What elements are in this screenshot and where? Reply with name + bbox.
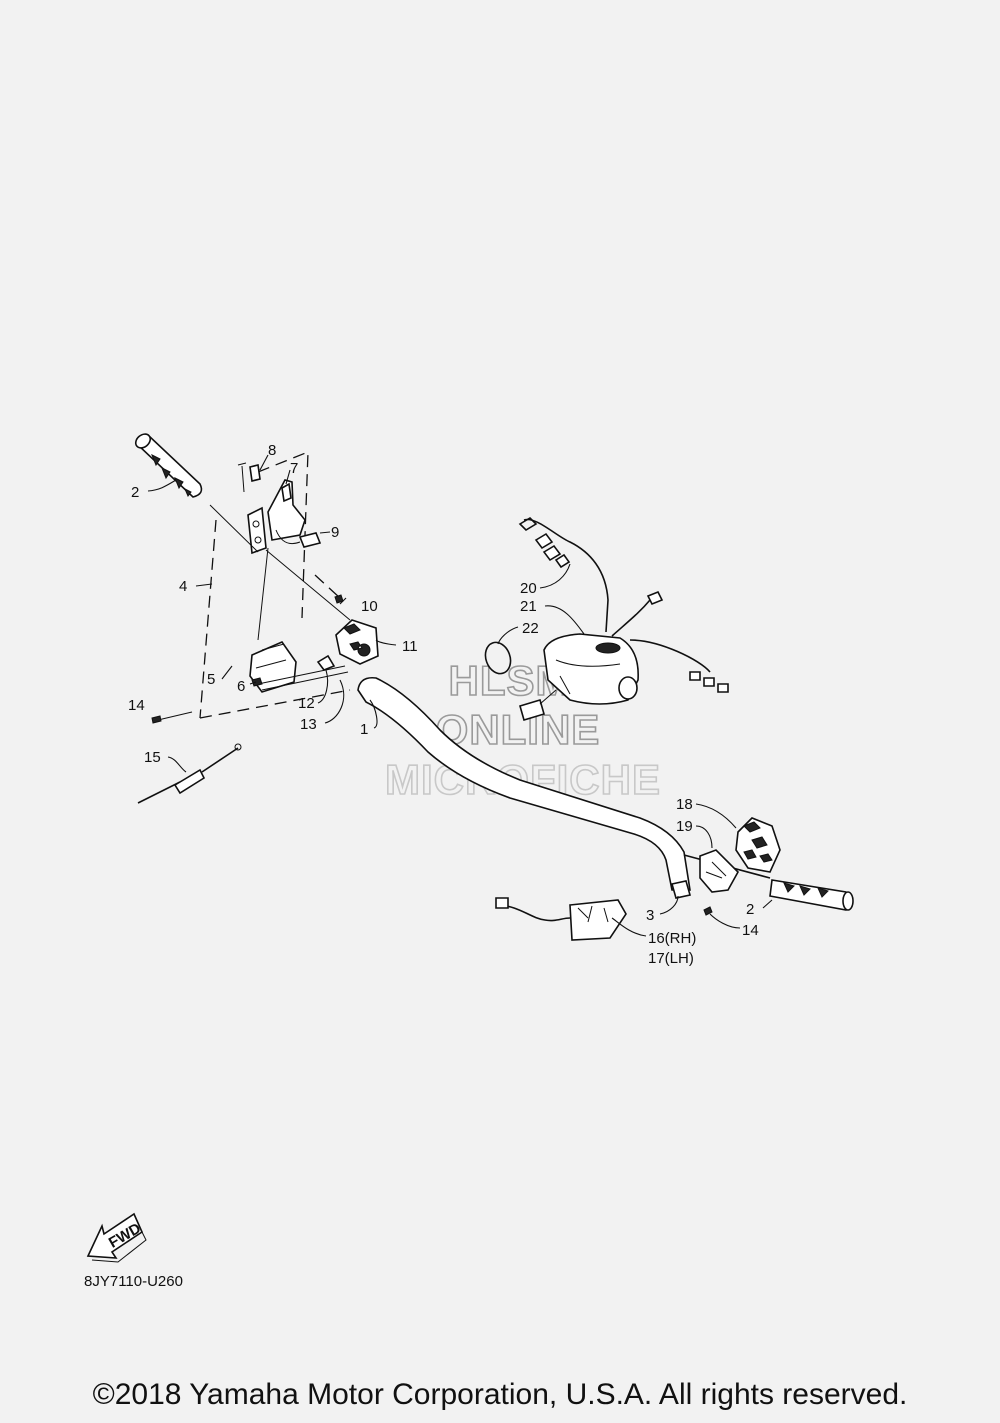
screw-left [151,711,193,724]
callout-2-right: 2 [746,901,754,918]
right-switch-group [670,817,854,916]
fwd-arrow: FWD [86,1212,147,1263]
callout-8: 8 [268,442,276,459]
callout-2-left: 2 [131,484,139,501]
callout-9: 9 [331,524,339,541]
callout-16-rh: 16(RH) [648,930,696,947]
callout-20: 20 [520,580,537,597]
callout-17-lh: 17(LH) [648,950,694,967]
left-grip [134,433,203,498]
callout-labels: 2 8 7 9 4 10 11 5 6 12 13 1 14 15 20 21 … [128,442,759,967]
callout-6: 6 [237,678,245,695]
callout-21: 21 [520,598,537,615]
callout-1: 1 [360,721,368,738]
callout-18: 18 [676,796,693,813]
callout-10: 10 [361,598,378,615]
callout-15: 15 [144,749,161,766]
callout-3: 3 [646,907,654,924]
leader-lines [147,454,773,937]
diagram-code: 8JY7110-U260 [84,1273,183,1290]
callout-4: 4 [179,578,187,595]
callout-11: 11 [402,638,418,655]
copyright-notice: ©2018 Yamaha Motor Corporation, U.S.A. A… [92,1378,908,1411]
throttle-cable [137,743,242,804]
callout-14-left: 14 [128,697,145,714]
left-switch-group [199,451,379,719]
callout-13: 13 [300,716,317,733]
callout-5: 5 [207,671,215,688]
callout-7: 7 [290,460,298,477]
grip-heater [495,897,627,941]
callout-19: 19 [676,818,693,835]
callout-14-right: 14 [742,922,759,939]
watermark-line-2: ONLINE [436,706,601,753]
callout-12: 12 [298,695,315,712]
callout-22: 22 [522,620,539,637]
meter-assembly [484,516,729,721]
